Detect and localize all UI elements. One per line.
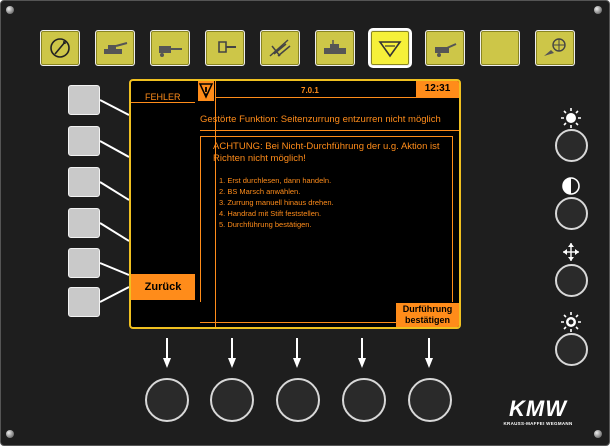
display-screen: FEHLER 7.0.1 12:31 Gestörte Funktion: Se…: [129, 79, 461, 329]
softkey-tank[interactable]: [95, 30, 135, 66]
logo-subtitle: KRAUSS-MAFFEI WEGMANN: [503, 421, 573, 426]
list-item: 3. Zurrung manuell hinaus drehen.: [219, 198, 334, 207]
contrast-button[interactable]: [555, 197, 588, 230]
arrow-down-icon: [425, 338, 433, 368]
list-item: 1. Erst durchlesen, dann handeln.: [219, 176, 332, 185]
left-softkey-5[interactable]: [68, 248, 100, 278]
left-softkey-2[interactable]: [68, 126, 100, 156]
softkey-crane[interactable]: [260, 30, 300, 66]
bottom-button-2[interactable]: [210, 378, 254, 422]
crane-icon: [269, 39, 291, 57]
direction-button[interactable]: [555, 264, 588, 297]
screw: [594, 6, 602, 14]
screen-header: FEHLER 7.0.1 12:31: [131, 81, 459, 327]
softkey-gun-cradle[interactable]: [150, 30, 190, 66]
direction-arrows-icon: [563, 243, 579, 261]
spade-icon: [378, 41, 402, 58]
brightness-button[interactable]: [555, 129, 588, 162]
screw: [6, 430, 14, 438]
left-softkey-6[interactable]: [68, 287, 100, 317]
softkey-blank[interactable]: [480, 30, 520, 66]
vehicle-side-icon: [324, 40, 346, 54]
list-item: 5. Durchführung bestätigen.: [219, 220, 312, 229]
arrow-down-icon: [293, 338, 301, 368]
screw: [6, 6, 14, 14]
clock: 12:31: [416, 81, 459, 97]
logo-text: KMW: [509, 396, 567, 421]
list-item: 4. Handrad mit Stift feststellen.: [219, 209, 322, 218]
bottom-button-5[interactable]: [408, 378, 452, 422]
warning-icon: [198, 81, 214, 101]
softkey-shovel[interactable]: [205, 30, 245, 66]
tank-icon: [104, 42, 128, 54]
fault-title: Gestörte Funktion: Seitenzurrung entzurr…: [200, 114, 441, 125]
arrow-down-icon: [228, 338, 236, 368]
mode-label: FEHLER: [145, 92, 181, 102]
shovel-icon: [218, 41, 236, 53]
softkey-compass[interactable]: [40, 30, 80, 66]
screw: [594, 430, 602, 438]
confirm-button[interactable]: Durführung bestätigen: [396, 303, 459, 327]
warning-text: ACHTUNG: Bei Nicht-Durchführung der u.g.…: [213, 141, 440, 164]
brightness-icon: [561, 108, 581, 128]
bottom-button-3[interactable]: [276, 378, 320, 422]
contrast-icon: [562, 177, 580, 195]
arrow-down-icon: [358, 338, 366, 368]
bottom-button-4[interactable]: [342, 378, 386, 422]
left-softkey-1[interactable]: [68, 85, 100, 115]
turret-icon: [435, 43, 457, 57]
steps-list: 1. Erst durchlesen, dann handeln. 2. BS …: [219, 175, 334, 230]
compass-icon: [50, 38, 70, 58]
bottom-button-1[interactable]: [145, 378, 189, 422]
softkey-hand-target[interactable]: [535, 30, 575, 66]
night-mode-button[interactable]: [555, 333, 588, 366]
night-mode-icon: [561, 312, 581, 332]
softkey-spade[interactable]: [370, 30, 410, 66]
left-softkey-3[interactable]: [68, 167, 100, 197]
brand-logo: KMW KRAUSS-MAFFEI WEGMANN: [496, 396, 580, 427]
list-item: 2. BS Marsch anwählen.: [219, 187, 301, 196]
hand-target-icon: [544, 38, 566, 56]
gun-cradle-icon: [159, 46, 182, 57]
back-button[interactable]: Zurück: [131, 274, 195, 300]
left-softkey-4[interactable]: [68, 208, 100, 238]
arrow-down-icon: [163, 338, 171, 368]
softkey-vehicle-side[interactable]: [315, 30, 355, 66]
version-label: 7.0.1: [301, 86, 319, 95]
softkey-turret[interactable]: [425, 30, 465, 66]
